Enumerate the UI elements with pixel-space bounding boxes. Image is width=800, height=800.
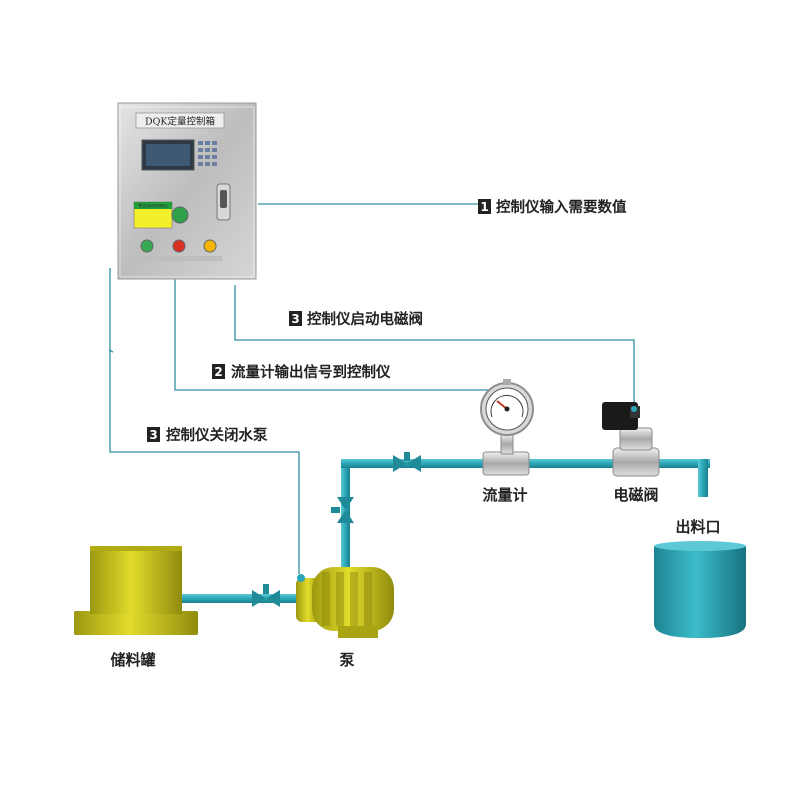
label-storage-tank: 储料罐 (110, 651, 155, 669)
indicator-light-yellow (203, 239, 217, 253)
step-number: 3 (149, 428, 157, 442)
signal-line-step3-valve (234, 285, 635, 408)
pipe-outlet-drop (698, 459, 708, 497)
signal-lines (108, 203, 635, 574)
indicator-light-red (172, 239, 186, 253)
step-number-badge (212, 364, 225, 379)
step-number: 2 (214, 365, 222, 379)
ball-valve-main (393, 452, 421, 472)
storage-tank (74, 546, 198, 635)
solenoid-valve (602, 402, 660, 477)
step-text: 控制仪关闭水泵 (166, 426, 268, 444)
step-number-badge (478, 199, 491, 214)
pipe-tank-to-pump (180, 594, 300, 603)
step-3-valve: 3 控制仪启动电磁阀 (289, 310, 423, 328)
cabinet-title: DQK定量控制箱 (145, 116, 215, 128)
label-solenoid-valve: 电磁阀 (613, 486, 658, 504)
ball-valve-riser (331, 497, 354, 523)
pump (296, 567, 394, 638)
step-text: 控制仪启动电磁阀 (307, 310, 423, 328)
controller-keypad (198, 141, 217, 166)
step-2: 2 流量计输出信号到控制仪 (212, 363, 391, 381)
step-text: 控制仪输入需要数值 (496, 198, 627, 216)
label-outlet: 出料口 (675, 518, 720, 536)
label-flowmeter: 流量计 (482, 486, 527, 504)
outlet-bucket (654, 541, 746, 638)
ball-valve-inlet (252, 584, 280, 607)
pipes (180, 459, 710, 603)
signal-line-step3-pump (109, 268, 300, 574)
control-cabinet: DQK定量控制箱 警告WARNING (117, 102, 257, 280)
signal-line-step2-flowmeter (174, 278, 508, 412)
step-number: 1 (480, 200, 488, 214)
cabinet-warning-label: 警告WARNING (138, 203, 168, 210)
cabinet-nameplate (135, 112, 225, 129)
step-3-pump: 3 控制仪关闭水泵 (147, 426, 268, 444)
indicator-light-green (140, 239, 154, 253)
cabinet-switch-knob (171, 206, 189, 224)
step-1: 1 控制仪输入需要数值 (478, 198, 627, 216)
label-pump: 泵 (339, 651, 354, 669)
step-number-badge (147, 427, 160, 442)
signal-line-tick (108, 349, 114, 353)
step-number: 3 (291, 312, 299, 326)
step-text: 流量计输出信号到控制仪 (231, 363, 391, 381)
step-number-badge (289, 311, 302, 326)
flowmeter (480, 379, 534, 476)
